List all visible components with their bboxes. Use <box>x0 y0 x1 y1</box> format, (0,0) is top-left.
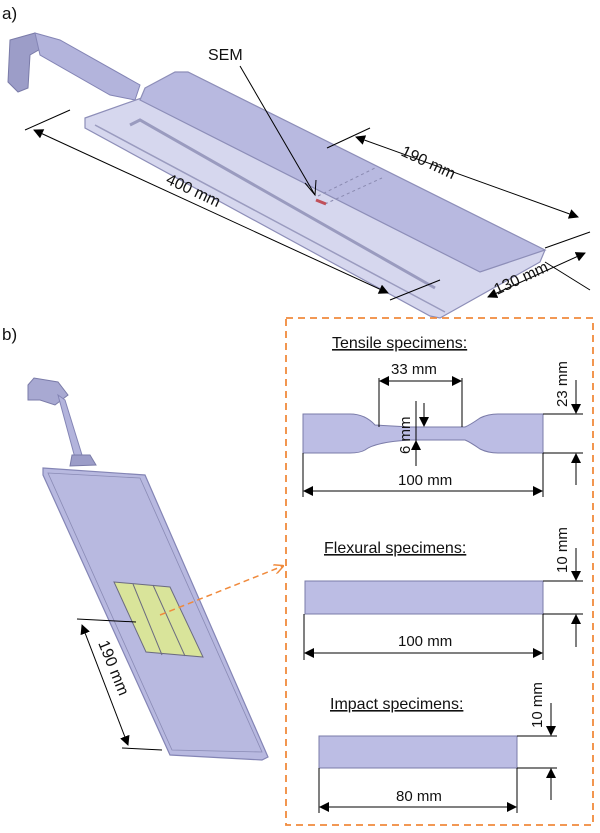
dim-label-33: 33 mm <box>391 361 437 378</box>
dim-line-130 <box>487 252 586 298</box>
panel-b-label: b) <box>2 325 17 344</box>
dim-label-6: 6 mm <box>397 417 414 455</box>
dim-line-190a <box>355 135 579 219</box>
specimen-zone <box>113 581 204 658</box>
callout-arrow <box>159 566 283 616</box>
dim-label-80: 80 mm <box>396 788 442 805</box>
flexural-specimen <box>304 580 544 615</box>
dim-label-100-flexural: 100 mm <box>398 633 452 650</box>
dim-label-100-tensile: 100 mm <box>398 472 452 489</box>
tensile-specimen <box>302 413 544 454</box>
tensile-title: Tensile specimens: <box>332 335 467 352</box>
specimens-callout-box <box>285 317 594 826</box>
impact-title: Impact specimens: <box>330 696 463 713</box>
dim-label-10-impact: 10 mm <box>529 682 546 728</box>
flexural-title: Flexural specimens: <box>324 540 466 557</box>
impact-specimen <box>318 735 518 769</box>
mold-part-a <box>7 32 547 319</box>
dim-label-10-flexural: 10 mm <box>554 527 571 573</box>
dim-line-400 <box>33 129 389 294</box>
panel-a-label: a) <box>2 4 17 23</box>
dim-label-190a: 190 mm <box>398 143 458 183</box>
dim-label-23: 23 mm <box>554 361 571 407</box>
mold-part-b <box>27 377 269 761</box>
dim-line-190b <box>80 624 130 746</box>
sem-label: SEM <box>208 47 243 64</box>
